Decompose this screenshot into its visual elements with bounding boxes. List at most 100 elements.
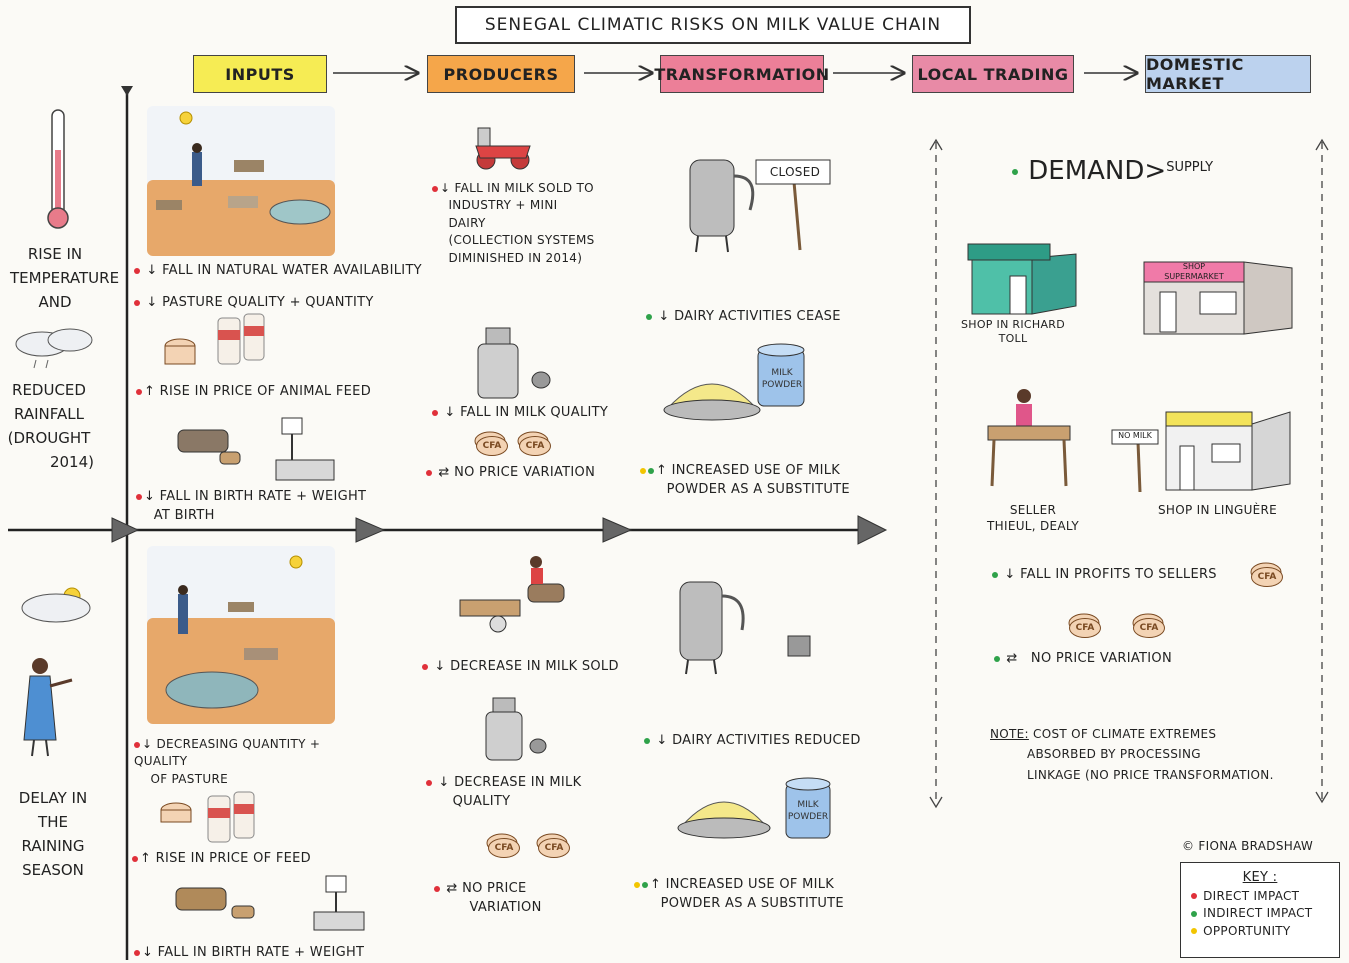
impact-milk-quality-2: ↓ DECREASE IN MILK QUALITY (426, 774, 581, 812)
impact-text: NO PRICE VARIATION (1030, 651, 1172, 666)
key-label: OPPORTUNITY (1203, 923, 1291, 938)
closed-sign-text: CLOSED (769, 165, 821, 179)
indirect-impact-dot (992, 571, 998, 578)
opportunity-dot (634, 881, 640, 888)
impact-text: POWDER AS A SUBSTITUTE (666, 481, 850, 497)
row2-label-line: RAINING (21, 837, 85, 855)
milk-churn-icon-2 (485, 697, 547, 761)
no-milk-sign-text: NO MILK (1118, 431, 1152, 440)
impact-text: RISE IN PRICE OF FEED (155, 851, 311, 866)
diagram-title: SENEGAL CLIMATIC RISKS ON MILK VALUE CHA… (455, 6, 971, 44)
stage-domestic-market: DOMESTIC MARKET (1145, 55, 1311, 93)
impact-text: POWDER AS A SUBSTITUTE (660, 895, 844, 911)
milk-churn-icon (477, 327, 551, 399)
impact-milk-sold-2: ↓ DECREASE IN MILK SOLD (422, 658, 619, 677)
donkey-cart-icon (459, 556, 565, 633)
row1-label-line: RAINFALL (14, 405, 84, 423)
cfa-label-2: CFA (519, 433, 551, 456)
sun-cloud-icon (21, 587, 91, 623)
impact-text: DECREASE IN MILK SOLD (450, 659, 619, 674)
key-title: KEY : (1242, 870, 1278, 885)
impact-text: DAIRY ACTIVITIES REDUCED (672, 733, 861, 748)
impact-text: DAIRY ACTIVITIES CEASE (674, 309, 841, 324)
impact-text: INDUSTRY + MINI (448, 198, 558, 213)
row1-label-line: RISE IN (27, 245, 83, 263)
impact-milk-powder-2: ↑ INCREASED USE OF MILK POWDER AS A SUBS… (634, 876, 864, 914)
impact-fall-profits: ↓ FALL IN PROFITS TO SELLERS (992, 566, 1217, 585)
row2-label: DELAY IN THE RAINING SEASON (6, 786, 100, 882)
weighing-scale-icon-2 (313, 875, 365, 931)
indirect-impact-dot (648, 467, 654, 474)
animal-feed-bags-icon (217, 313, 265, 365)
impact-text: FALL IN BIRTH RATE + WEIGHT (157, 945, 365, 960)
key-indirect: INDIRECT IMPACT (1191, 905, 1329, 922)
dry-landscape-scene (147, 106, 335, 256)
axis-arrow-1 (111, 517, 140, 543)
impact-text: DECREASE IN MILK (454, 775, 582, 790)
impact-text: QUALITY (452, 793, 511, 809)
supermarket-icon (1143, 261, 1293, 335)
cfa-coin: CFA (1069, 618, 1101, 638)
cfa-coin: CFA (476, 436, 508, 456)
direct-impact-dot (422, 663, 428, 670)
row1-label-line: 2014) (49, 453, 94, 471)
shop-linguere-label: SHOP IN LINGUÈRE (1158, 503, 1278, 517)
coin-stack-icon-2 (160, 802, 192, 823)
impact-no-price-variation-2: ⇄ NO PRICE VARIATION (434, 880, 542, 918)
tin-label: POWDER (787, 811, 829, 822)
impact-text: INCREASED USE OF MILK (665, 877, 835, 892)
stage-producers: PRODUCERS (427, 55, 575, 93)
direct-impact-dot (134, 267, 140, 274)
milk-powder-tin-icon (757, 343, 805, 407)
seller-table-icon (987, 389, 1071, 487)
direct-impact-dot (136, 493, 142, 500)
thermometer-icon (47, 109, 69, 229)
tin-label: MILK (797, 800, 819, 810)
row1-label-line: (DROUGHT (7, 429, 91, 447)
direct-impact-dot (134, 949, 140, 956)
milk-powder-tin-icon-2 (785, 777, 831, 839)
stage-local-trading: LOCAL TRADING (912, 55, 1074, 93)
market-note: NOTE: COST OF CLIMATE EXTREMES ABSORBED … (990, 724, 1310, 785)
indirect-impact-dot (1012, 168, 1018, 175)
woman-icon (23, 658, 73, 757)
impact-text: AT BIRTH (153, 507, 215, 523)
axis-arrow-4 (857, 515, 888, 545)
impact-feed-price: ↑ RISE IN PRICE OF ANIMAL FEED (136, 383, 371, 402)
closed-sign (755, 159, 831, 251)
impact-dairy-reduced: ↓ DAIRY ACTIVITIES REDUCED (644, 732, 861, 751)
impact-text: DAIRY (448, 215, 486, 230)
impact-text: (COLLECTION SYSTEMS (448, 233, 595, 248)
cfa-coin: CFA (488, 838, 520, 858)
impact-birth-rate-2: ↓ FALL IN BIRTH RATE + WEIGHT (134, 944, 364, 963)
impact-text: FALL IN PROFITS TO SELLERS (1020, 567, 1217, 582)
cfa-label-5: CFA (1251, 564, 1283, 587)
direct-impact-dot (434, 885, 440, 892)
sign-line: SUPERMARKET (1164, 271, 1224, 281)
axis-arrow-3 (602, 517, 633, 543)
impact-feed-price-2: ↑ RISE IN PRICE OF FEED (132, 850, 311, 869)
impact-text: FALL IN BIRTH RATE + WEIGHT (159, 489, 367, 504)
cfa-coin: CFA (1251, 567, 1283, 587)
rainy-landscape-scene (147, 546, 335, 724)
supply-text: SUPPLY (1166, 160, 1214, 175)
motorbike-icon (475, 127, 531, 170)
row1-label-line: AND (38, 293, 72, 311)
row2-label-line: DELAY IN (18, 789, 88, 807)
axis-arrow-2 (355, 517, 386, 543)
impact-text: NO PRICE (462, 881, 527, 896)
stage-inputs: INPUTS (193, 55, 327, 93)
direct-impact-dot (134, 299, 140, 306)
impact-dairy-cease: ↓ DAIRY ACTIVITIES CEASE (646, 308, 841, 327)
cfa-coin: CFA (519, 436, 551, 456)
direct-impact-dot (432, 185, 438, 192)
shop-richard-toll-icon (967, 243, 1077, 315)
impact-text: FALL IN MILK QUALITY (460, 405, 609, 420)
cfa-label-6: CFA (1069, 615, 1101, 638)
key-opportunity: OPPORTUNITY (1191, 923, 1329, 940)
note-label: NOTE: (990, 727, 1029, 741)
